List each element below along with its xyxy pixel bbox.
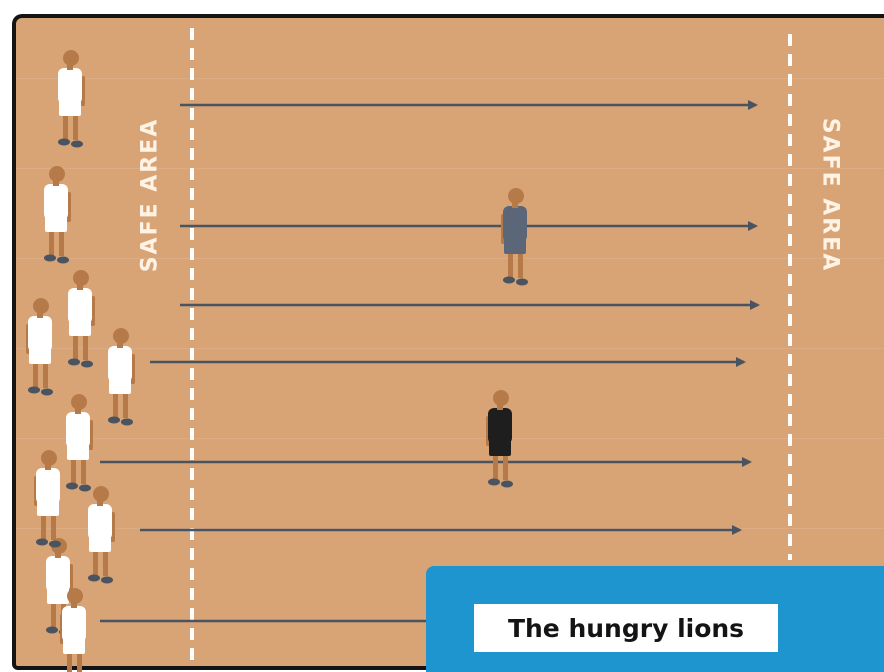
head (63, 50, 79, 66)
safe-area-left-label: SAFE AREA (138, 118, 163, 273)
shoe (68, 359, 80, 366)
leg (51, 602, 56, 628)
shirt (88, 504, 112, 540)
runner-figure (58, 50, 85, 148)
title-panel: The hungry lions (426, 566, 884, 672)
shoe (41, 389, 53, 396)
leg (33, 362, 38, 388)
head (41, 450, 57, 466)
shirt (36, 468, 60, 504)
runner-figure (108, 328, 135, 426)
shirt (68, 288, 92, 324)
safe-area-right-label: SAFE AREA (818, 118, 843, 273)
shoe (101, 577, 113, 584)
runner-figure (88, 486, 115, 584)
leg (113, 392, 118, 418)
leg (508, 252, 513, 278)
leg (123, 392, 128, 418)
shoe (44, 255, 56, 262)
shirt (62, 606, 86, 642)
leg (49, 230, 54, 256)
shirt (488, 408, 512, 444)
leg (503, 454, 508, 480)
leg (493, 454, 498, 480)
leg (77, 652, 82, 672)
head (93, 486, 109, 502)
runner-figure (26, 298, 53, 396)
run-arrows (100, 105, 758, 621)
shirt (503, 206, 527, 242)
leg (41, 514, 46, 540)
leg (518, 252, 523, 278)
shirt (44, 184, 68, 220)
shirt (28, 316, 52, 352)
shoe (516, 279, 528, 286)
runner-figure (44, 166, 71, 264)
leg (67, 652, 72, 672)
shoe (121, 419, 133, 426)
shoe (503, 277, 515, 284)
shirt (108, 346, 132, 382)
head (71, 394, 87, 410)
shoe (28, 387, 40, 394)
head (113, 328, 129, 344)
runner-figure (34, 450, 61, 548)
runner-figure (66, 394, 93, 492)
shirt (46, 556, 70, 592)
head (508, 188, 524, 204)
shoe (46, 627, 58, 634)
leg (103, 550, 108, 576)
shoe (108, 417, 120, 424)
shoe (66, 483, 78, 490)
leg (93, 550, 98, 576)
head (33, 298, 49, 314)
shoe (88, 575, 100, 582)
shoe (71, 141, 83, 148)
head (493, 390, 509, 406)
shoe (49, 541, 61, 548)
leg (81, 458, 86, 484)
leg (59, 230, 64, 256)
shirt (66, 412, 90, 448)
head (73, 270, 89, 286)
runner-figure (68, 270, 95, 368)
leg (83, 334, 88, 360)
shoe (36, 539, 48, 546)
shirt (58, 68, 82, 104)
leg (43, 362, 48, 388)
shoe (488, 479, 500, 486)
shoe (57, 257, 69, 264)
head (49, 166, 65, 182)
leg (73, 114, 78, 140)
diagram-title: The hungry lions (508, 614, 744, 643)
title-box: The hungry lions (474, 604, 778, 652)
head (67, 588, 83, 604)
lion-figure (501, 188, 528, 286)
leg (63, 114, 68, 140)
leg (71, 458, 76, 484)
shoe (501, 481, 513, 488)
shoe (81, 361, 93, 368)
lion-figure (486, 390, 513, 488)
leg (73, 334, 78, 360)
shoe (58, 139, 70, 146)
shoe (79, 485, 91, 492)
leg (51, 514, 56, 540)
